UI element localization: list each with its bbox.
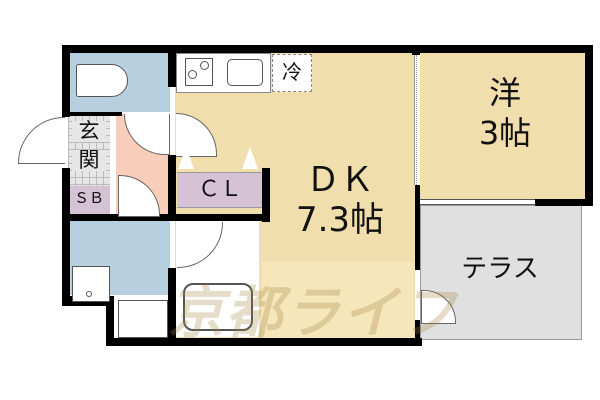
wall (62, 45, 70, 117)
wall (62, 112, 122, 116)
wall (168, 155, 176, 220)
closet-door-marker (178, 147, 194, 169)
burner (188, 70, 197, 79)
western-room-size: 3帖 (478, 114, 532, 152)
terrace-label: テラス (461, 254, 539, 284)
closet-door-marker (242, 147, 258, 169)
wash-basin-icon (118, 300, 168, 338)
entrance-label-bottom: 関 (72, 150, 106, 171)
dk-size: 7.3帖 (295, 200, 385, 240)
entrance-door[interactable] (18, 117, 65, 164)
wall (168, 268, 176, 338)
toilet-icon (76, 64, 128, 97)
bathtub-icon (183, 283, 253, 331)
wall (412, 45, 420, 55)
western-room (420, 52, 585, 200)
washing-machine-icon (72, 266, 110, 302)
closet-label: ＣＬ (197, 177, 242, 202)
entrance-label-top: 玄 (72, 121, 106, 142)
wall (62, 45, 592, 53)
watermark: 京都ライフ (168, 281, 458, 346)
wall (106, 296, 114, 346)
fridge-space (272, 54, 312, 92)
wall (585, 45, 593, 205)
wall (415, 320, 420, 346)
sink-icon (227, 59, 263, 86)
sliding-window (420, 199, 535, 205)
stove-icon (185, 58, 213, 86)
fridge-label: 冷 (282, 60, 302, 84)
partition-line (414, 55, 417, 185)
wall (415, 185, 420, 270)
dk-lower-strip (262, 262, 414, 340)
wall (168, 45, 176, 87)
dk-label: ＤＫ (306, 160, 374, 200)
burner (200, 61, 209, 70)
shoe-box (68, 186, 110, 214)
shoe-box-label: ＳＢ (73, 189, 104, 207)
western-room-label: 洋 (488, 74, 521, 112)
wall (262, 168, 270, 222)
wall (62, 214, 262, 221)
wall (535, 199, 593, 206)
closet (177, 172, 263, 208)
washer-drum (86, 291, 92, 297)
wall (106, 338, 422, 346)
wall (62, 168, 70, 306)
